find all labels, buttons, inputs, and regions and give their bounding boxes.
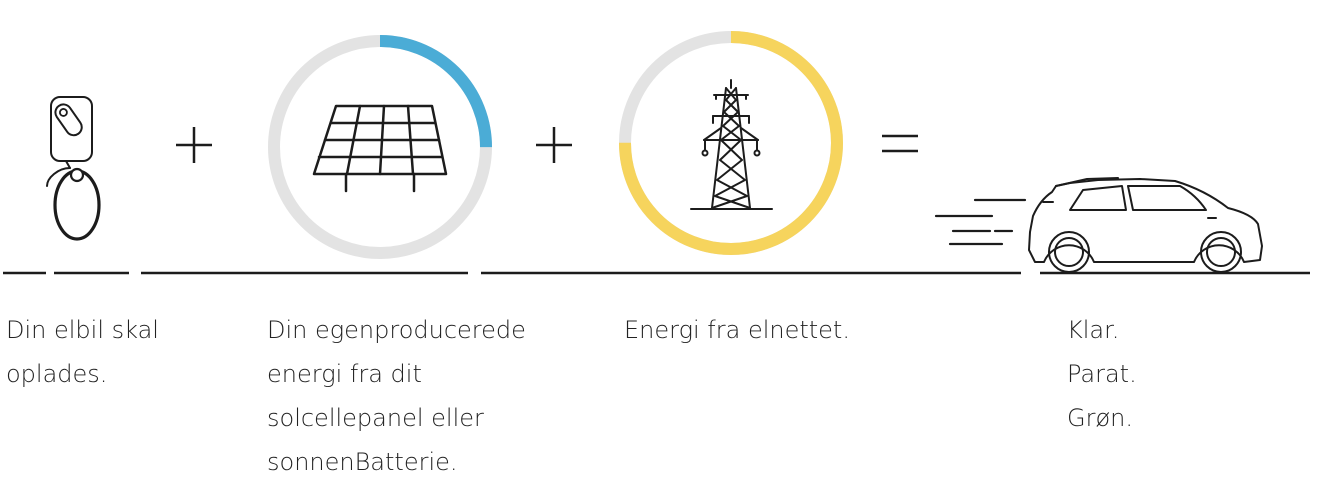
- car-icon: [1028, 177, 1263, 273]
- caption-line: energi fra dit: [267, 360, 422, 388]
- solar-share-arc: [268, 35, 492, 259]
- caption-grid: Energi fra elnettet.: [624, 308, 850, 352]
- caption-solar: Din egenproducerede energi fra dit solce…: [267, 308, 526, 484]
- power-pylon-icon: [690, 79, 773, 210]
- caption-car: Klar. Parat. Grøn.: [1067, 308, 1137, 440]
- caption-line: Din egenproducerede: [267, 316, 526, 344]
- caption-line: Parat.: [1067, 360, 1137, 388]
- caption-line: Din elbil skal: [6, 316, 159, 344]
- caption-line: Klar.: [1067, 316, 1120, 344]
- grid-gauge: [619, 31, 843, 255]
- caption-charger: Din elbil skal oplades.: [6, 308, 159, 396]
- grid-share-arc: [619, 31, 843, 255]
- speed-lines: [934, 198, 1027, 246]
- solar-gauge: [268, 35, 492, 259]
- equals-sign: [882, 134, 918, 153]
- ev-charger-icon: [46, 96, 101, 241]
- caption-line: sonnenBatterie.: [267, 448, 458, 476]
- plus-sign: [176, 127, 212, 163]
- solar-panel-icon: [312, 104, 448, 193]
- caption-line: oplades.: [6, 360, 108, 388]
- plus-sign: [536, 127, 572, 163]
- energy-equation-diagram: [3, 31, 1310, 275]
- caption-line: Grøn.: [1067, 404, 1133, 432]
- caption-line: solcellepanel eller: [267, 404, 484, 432]
- caption-line: Energi fra elnettet.: [624, 316, 850, 344]
